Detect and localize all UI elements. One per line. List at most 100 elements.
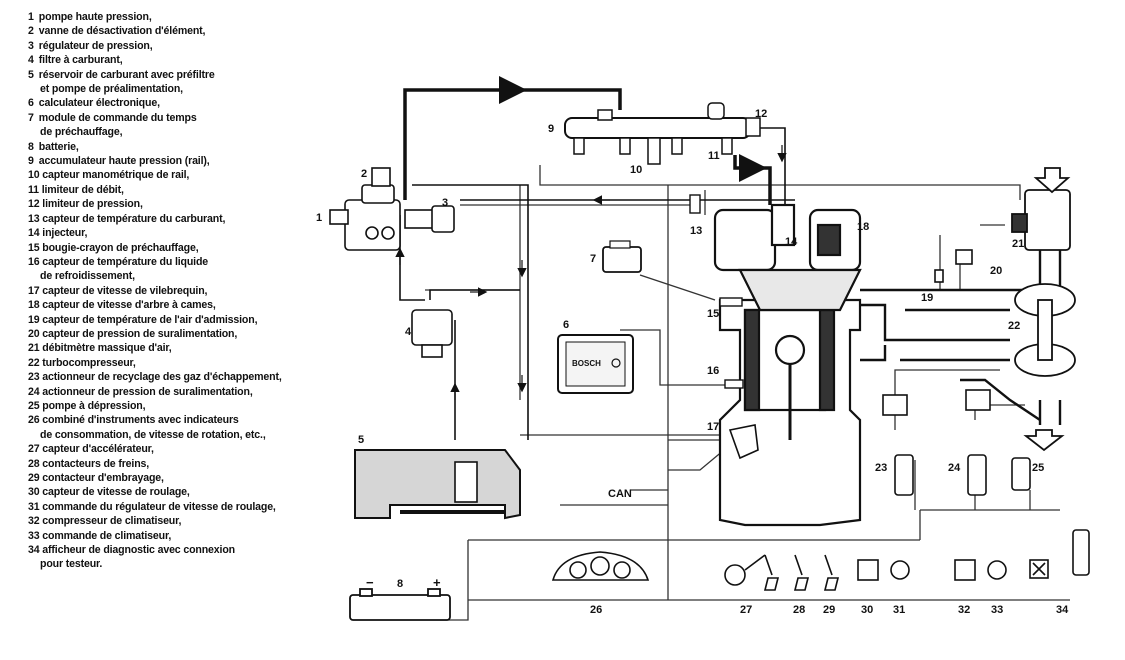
legend-item: 3 régulateur de pression, <box>28 39 328 53</box>
legend-text: injecteur, <box>42 227 88 240</box>
legend-item: 13 capteur de température du carburant, <box>28 212 328 226</box>
legend-list: 1 pompe haute pression,2 vanne de désact… <box>28 10 328 572</box>
legend-item: 29 contacteur d'embrayage, <box>28 471 328 485</box>
callout-23: 23 <box>875 462 887 474</box>
legend-item: 12 limiteur de pression, <box>28 197 328 211</box>
legend-number: 21 <box>28 342 40 355</box>
actuators <box>882 249 1031 496</box>
switch-icons <box>857 529 1090 581</box>
legend-item: 27 capteur d'accélérateur, <box>28 442 328 456</box>
legend-number: 9 <box>28 155 34 168</box>
air-mass-meter <box>1011 167 1071 251</box>
legend-number: 24 <box>28 385 40 398</box>
legend-text: commande de climatiseur, <box>42 529 172 542</box>
instrument-cluster <box>551 551 650 581</box>
legend-number: 27 <box>28 443 40 456</box>
legend-text: régulateur de pression, <box>38 39 153 52</box>
bosch-logo-text: BOSCH <box>572 359 601 368</box>
legend-text: batterie, <box>38 140 79 153</box>
legend-text: capteur de température du carburant, <box>42 212 226 225</box>
legend-item: 1 pompe haute pression, <box>28 10 328 24</box>
legend-number: 6 <box>28 97 34 110</box>
legend-item-continuation: pour testeur. <box>40 558 103 571</box>
callout-30: 30 <box>861 604 873 616</box>
battery-minus-label: − <box>366 575 374 590</box>
callout-26: 26 <box>590 604 602 616</box>
rail-accumulator <box>564 102 761 165</box>
fuel-filter <box>411 309 453 358</box>
callout-22: 22 <box>1008 320 1020 332</box>
can-bus-label: CAN <box>608 488 632 500</box>
legend-number: 30 <box>28 486 40 499</box>
legend-number: 1 <box>28 11 34 23</box>
legend-text: module de commande du temps <box>38 111 197 124</box>
legend-item-continuation: et pompe de préalimentation, <box>40 83 183 96</box>
battery-plus-label: + <box>433 575 441 590</box>
callout-21: 21 <box>1012 238 1024 250</box>
legend-number: 28 <box>28 457 40 470</box>
legend-item: 9 accumulateur haute pression (rail), <box>28 154 328 168</box>
legend-text: capteur de température du liquide <box>42 255 209 268</box>
callout-6: 6 <box>563 319 569 331</box>
legend-number: 17 <box>28 284 40 297</box>
legend-text: vanne de désactivation d'élément, <box>38 25 206 38</box>
legend-text: filtre à carburant, <box>38 54 123 67</box>
legend-number: 5 <box>28 68 34 81</box>
legend-number: 25 <box>28 399 40 412</box>
sensors <box>689 194 744 389</box>
legend-text: compresseur de climatiseur, <box>42 515 182 528</box>
legend-item: 20 capteur de pression de suralimentatio… <box>28 327 328 341</box>
legend-number: 14 <box>28 227 40 240</box>
legend-item: 30 capteur de vitesse de roulage, <box>28 485 328 499</box>
legend-item: 5 réservoir de carburant avec préfiltre <box>28 68 328 82</box>
legend-item: 11 limiteur de débit, <box>28 183 328 197</box>
callout-8: 8 <box>397 578 403 590</box>
legend-item-continuation: de consommation, de vitesse de rotation,… <box>40 428 266 441</box>
legend-item: 19 capteur de température de l'air d'adm… <box>28 313 328 327</box>
fuel-tank <box>354 449 521 520</box>
callout-29: 29 <box>823 604 835 616</box>
legend-text: accumulateur haute pression (rail), <box>38 155 210 168</box>
legend-item: 32 compresseur de climatiseur, <box>28 514 328 528</box>
legend-item: 24 actionneur de pression de suralimenta… <box>28 385 328 399</box>
legend-item: 10 capteur manométrique de rail, <box>28 168 328 182</box>
legend-number: 26 <box>28 414 40 427</box>
legend-text: pompe haute pression, <box>38 11 152 23</box>
callout-16: 16 <box>707 365 719 377</box>
legend-number: 10 <box>28 169 40 182</box>
legend-number: 16 <box>28 255 40 268</box>
pedal-sensors <box>724 554 840 591</box>
legend-text: capteur d'accélérateur, <box>42 443 154 456</box>
legend-text: capteur manométrique de rail, <box>42 169 190 182</box>
battery <box>349 588 451 621</box>
legend-number: 15 <box>28 241 40 254</box>
callout-32: 32 <box>958 604 970 616</box>
legend-text: commande du régulateur de vitesse de rou… <box>42 500 276 513</box>
callout-20: 20 <box>990 265 1002 277</box>
legend-item: 33 commande de climatiseur, <box>28 529 328 543</box>
legend-text: turbocompresseur, <box>42 356 136 369</box>
legend-number: 20 <box>28 327 40 340</box>
legend-item: 25 pompe à dépression, <box>28 399 328 413</box>
legend-text: contacteur d'embrayage, <box>42 472 164 484</box>
legend-item: 2 vanne de désactivation d'élément, <box>28 24 328 38</box>
callout-18: 18 <box>857 221 869 233</box>
fuel-lines <box>395 76 795 440</box>
legend-number: 29 <box>28 472 40 484</box>
legend-text: bougie-crayon de préchauffage, <box>42 241 199 254</box>
callout-27: 27 <box>740 604 752 616</box>
legend-text: capteur de vitesse d'arbre à cames, <box>42 299 216 312</box>
callout-2: 2 <box>361 168 367 180</box>
callout-7: 7 <box>590 253 596 265</box>
legend-item: 26 combiné d'instruments avec indicateur… <box>28 413 328 427</box>
legend-item: 6 calculateur électronique, <box>28 96 328 110</box>
callout-19: 19 <box>921 292 933 304</box>
callout-3: 3 <box>442 197 448 209</box>
high-pressure-pump <box>329 167 455 251</box>
legend-number: 3 <box>28 39 34 52</box>
glow-module <box>602 240 642 273</box>
legend-item: 34 afficheur de diagnostic avec connexio… <box>28 543 328 557</box>
callout-1: 1 <box>316 212 322 224</box>
air-ducts <box>860 205 1062 425</box>
callout-5: 5 <box>358 434 364 446</box>
